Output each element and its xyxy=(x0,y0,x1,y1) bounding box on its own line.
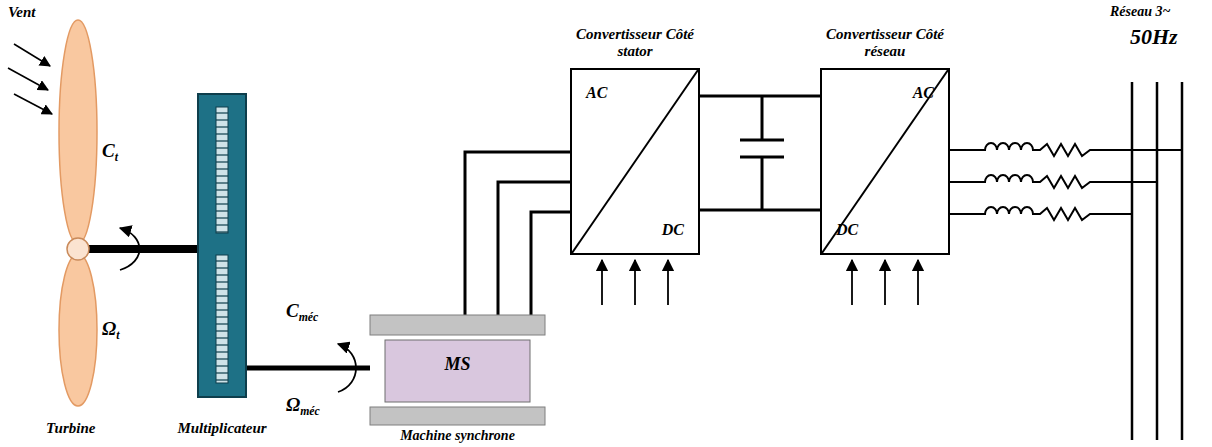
gearbox-label: Multiplicateur xyxy=(177,420,266,437)
speed-label: Ωméc xyxy=(286,394,320,419)
shape-outline xyxy=(199,95,245,396)
wire xyxy=(700,95,820,98)
wind-label: Vent xyxy=(8,4,36,21)
shaft xyxy=(247,368,370,369)
rotation-arrow xyxy=(120,228,140,270)
rl-filter xyxy=(950,143,1182,220)
machine-caption: Machine synchrone xyxy=(400,428,515,444)
machine-label: MS xyxy=(444,354,470,375)
converter-box: Convertisseur Côté réseauDCAC xyxy=(820,68,950,255)
wire xyxy=(465,152,570,315)
grid-label: Réseau 3~ xyxy=(1110,4,1170,20)
speed-label: Ωt xyxy=(102,318,119,343)
stator-wires xyxy=(465,152,570,315)
ac-label: AC xyxy=(586,84,607,102)
torque-label: Cméc xyxy=(286,300,318,325)
dc-label: DC xyxy=(836,221,858,239)
machine-box: MSMachine synchrone xyxy=(370,315,545,427)
converter-box: Convertisseur Côté statorACDC xyxy=(570,68,700,255)
turbine-label: Turbine xyxy=(46,420,95,437)
capacitor-symbol xyxy=(740,96,784,210)
phase-wire xyxy=(950,207,1132,220)
dc-bus xyxy=(700,96,820,210)
phase-wire xyxy=(950,143,1182,156)
ac-label: AC xyxy=(913,84,934,102)
wire xyxy=(700,209,820,212)
wire xyxy=(498,182,570,315)
wire xyxy=(247,366,370,371)
turbine-rotor xyxy=(59,20,198,406)
grid-busbars xyxy=(1132,82,1182,440)
torque-label: Ct xyxy=(102,140,118,165)
control-arrows xyxy=(602,260,918,305)
dc-label: DC xyxy=(662,221,684,239)
gearbox-box: Multiplicateur xyxy=(197,93,247,398)
converter-heading: Convertisseur Côté réseau xyxy=(815,26,955,61)
phase-wire xyxy=(950,175,1157,188)
frequency-label: 50Hz xyxy=(1130,24,1178,49)
wire xyxy=(531,212,570,315)
wind-arrows xyxy=(8,44,52,114)
converter-heading: Convertisseur Côté stator xyxy=(565,26,705,61)
